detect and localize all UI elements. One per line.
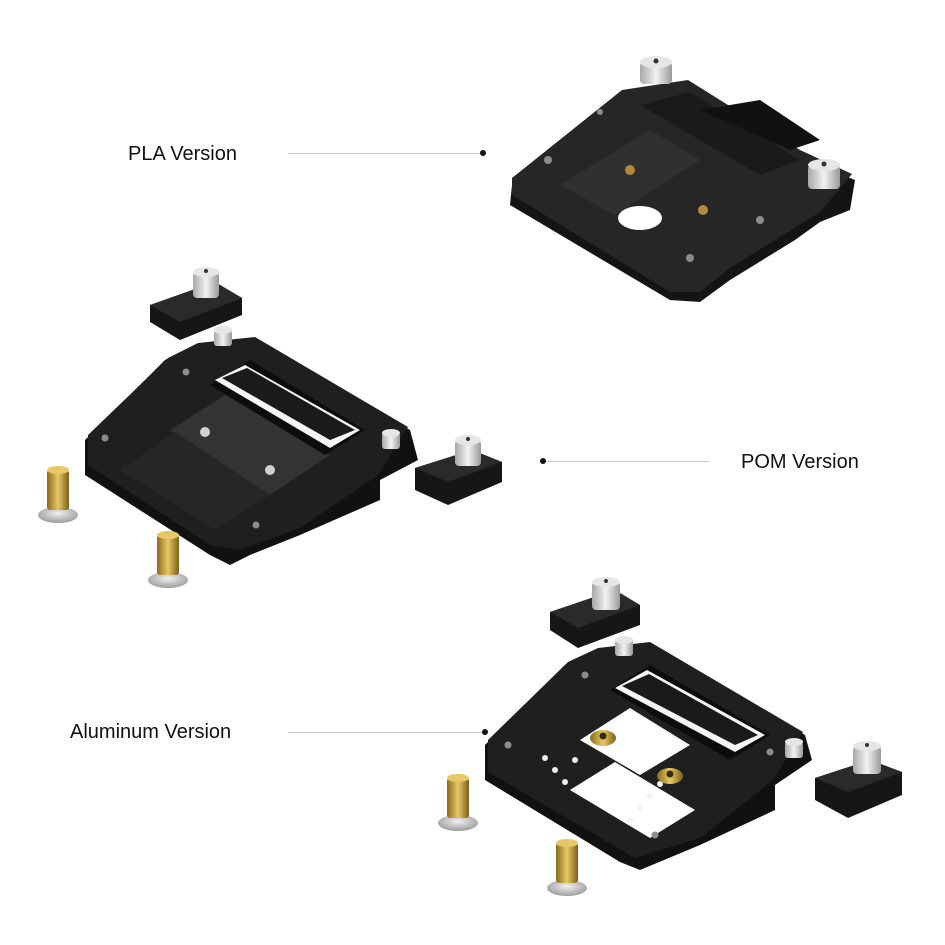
pom-plate	[38, 267, 502, 588]
aluminum-leader-dot	[482, 729, 488, 735]
aluminum-version-label: Aluminum Version	[70, 721, 232, 743]
pom-version-label: POM Version	[741, 451, 859, 473]
pla-leader-dot	[480, 150, 486, 156]
pom-leader-line	[545, 461, 709, 462]
aluminum-leader-line	[288, 732, 484, 733]
pla-plate	[510, 56, 855, 302]
aluminum-plate	[438, 577, 902, 896]
pla-leader-line	[288, 153, 482, 154]
pom-leader-dot	[540, 458, 546, 464]
pla-version-label: PLA Version	[128, 143, 237, 165]
